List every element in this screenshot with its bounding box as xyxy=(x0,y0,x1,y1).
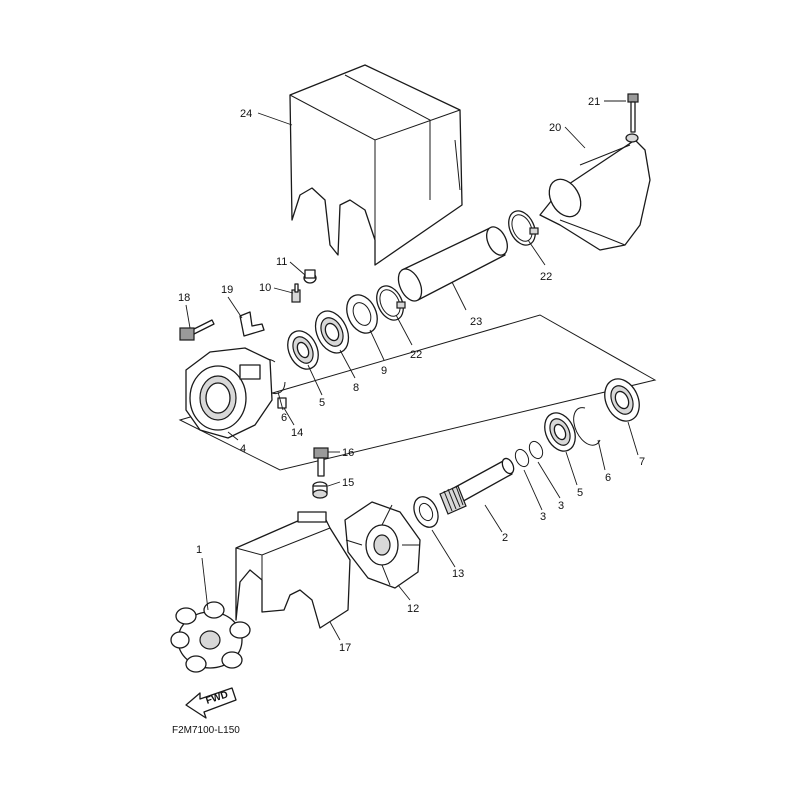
callout-3-left: 3 xyxy=(540,511,546,523)
part-5-bearing-upper xyxy=(287,330,319,370)
callout-15: 15 xyxy=(342,477,354,489)
part-15-collar xyxy=(312,481,328,499)
callout-20: 20 xyxy=(549,122,561,134)
part-11-cap xyxy=(303,269,317,284)
leader-lines xyxy=(185,100,639,641)
part-17-cover xyxy=(235,511,351,629)
part-5-bearing-lower xyxy=(544,412,576,452)
part-8-bearing xyxy=(314,310,350,354)
callout-16: 16 xyxy=(342,447,354,459)
callout-1: 1 xyxy=(196,544,202,556)
part-4-housing xyxy=(185,347,287,439)
part-12-coupling xyxy=(344,501,421,589)
callout-10: 10 xyxy=(259,282,271,294)
callout-7: 7 xyxy=(639,456,645,468)
callout-5-upper: 5 xyxy=(319,397,325,409)
callout-6-lower: 6 xyxy=(605,472,611,484)
part-13-washer xyxy=(413,496,439,528)
part-2-shaft xyxy=(439,457,515,515)
callout-23: 23 xyxy=(470,316,482,328)
callout-11: 11 xyxy=(276,256,287,268)
part-21-bolt xyxy=(627,93,639,133)
callout-22-upper: 22 xyxy=(540,271,552,283)
callout-9: 9 xyxy=(381,365,387,377)
callout-22-lower: 22 xyxy=(410,349,422,361)
callout-2: 2 xyxy=(502,532,508,544)
callout-8: 8 xyxy=(353,382,359,394)
diagram-code: F2M7100-L150 xyxy=(172,725,240,736)
callout-4: 4 xyxy=(240,443,246,455)
part-24-cover xyxy=(289,64,463,266)
callout-19: 19 xyxy=(221,284,233,296)
callout-14: 14 xyxy=(291,427,303,439)
callout-18: 18 xyxy=(178,292,190,304)
part-22-clamp-lower xyxy=(376,285,406,321)
callout-12: 12 xyxy=(407,603,419,615)
part-9-ring xyxy=(346,294,378,334)
part-3-orings xyxy=(514,440,544,468)
fwd-arrow-icon: FWD xyxy=(185,687,237,719)
part-20-duct xyxy=(539,133,651,251)
part-7-bearing xyxy=(604,378,640,422)
callout-labels: 24 21 20 11 10 18 19 22 23 22 9 8 5 6 14… xyxy=(178,96,645,654)
callout-21: 21 xyxy=(588,96,600,108)
part-18-bolt xyxy=(179,319,215,341)
part-19-plate xyxy=(239,311,265,337)
callout-17: 17 xyxy=(339,642,351,654)
part-16-bolt xyxy=(313,447,329,477)
callout-24: 24 xyxy=(240,108,252,120)
part-10-fitting xyxy=(291,283,301,303)
part-23-pipe xyxy=(397,226,508,302)
callout-13: 13 xyxy=(452,568,464,580)
callout-5-lower: 5 xyxy=(577,487,583,499)
part-1-damper xyxy=(170,601,251,673)
callout-3-right: 3 xyxy=(558,500,564,512)
part-6-circlip-lower xyxy=(573,407,601,446)
part-22-clamp-upper xyxy=(508,210,539,246)
assembly-boundary xyxy=(178,314,657,471)
callout-6-upper: 6 xyxy=(281,412,287,424)
